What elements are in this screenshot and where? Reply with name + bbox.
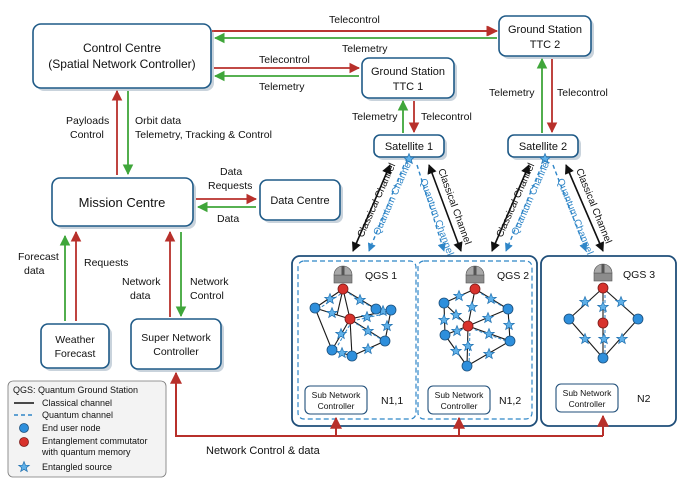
network-control-label-1: Network (190, 276, 229, 288)
legend-commutator-swatch (19, 437, 29, 447)
data-centre-box: Data Centre (259, 179, 343, 223)
control-centre-box: Control Centre (Spatial Network Controll… (32, 23, 214, 91)
forecast-label-1: Forecast (18, 251, 59, 263)
control-centre-title: Control Centre (83, 41, 161, 55)
weather-forecast-box: Weather Forecast (40, 323, 112, 371)
satellite-1-channels: Classical Channel Quantum Channel Quantu… (352, 159, 473, 257)
qgs1-network: QGS 1 (309, 265, 397, 362)
mission-data-arrows: Data Requests Data (196, 166, 258, 225)
network-control-data-label: Network Control & data (206, 445, 321, 457)
ground-station-2-title: Ground Station (508, 24, 582, 36)
qgs3-network: QGS 3 (563, 263, 655, 364)
qgs1-label: QGS 1 (365, 270, 397, 282)
sub-controller-n11: Sub Network Controller N1,1 (304, 385, 403, 415)
network-n1-panel (291, 255, 538, 427)
weather-forecast-line2: Forecast (55, 348, 96, 360)
data-label: Data (217, 213, 239, 225)
ground-station-1-box: Ground Station TTC 1 (361, 57, 457, 101)
sub-controller-n2-line2: Controller (569, 399, 606, 409)
payloads-label: Payloads (66, 115, 109, 127)
satellite-1-label: Satellite 1 (385, 141, 433, 153)
telemetry-label-top: Telemetry (342, 43, 388, 55)
super-network-controller-line2: Controller (153, 346, 199, 358)
telecontrol-label-top: Telecontrol (329, 14, 380, 26)
ground-station-2-box: Ground Station TTC 2 (498, 15, 594, 59)
ttc1-satellite1-arrows: Telemetry Telecontrol (352, 99, 472, 134)
sub-controller-n12: Sub Network Controller N1,2 (427, 385, 521, 415)
telecontrol-label-mid: Telecontrol (259, 54, 310, 66)
control-ttc2-arrows: Telecontrol Telemetry (212, 14, 499, 55)
data-requests-label-2: Requests (208, 180, 252, 192)
legend-quantum: Quantum channel (42, 410, 113, 420)
qgs1-telescope-icon (333, 265, 353, 284)
qgs3-label: QGS 3 (623, 269, 655, 281)
legend-classical: Classical channel (42, 398, 112, 408)
telemetry-label-mid: Telemetry (259, 81, 305, 93)
super-network-controller-box: Super Network Controller (130, 318, 224, 372)
sub-controller-n11-line2: Controller (318, 401, 355, 411)
satellite-2-label: Satellite 2 (519, 141, 567, 153)
satellite-2-channels: Classical Channel Quantum Channel Quantu… (491, 159, 613, 256)
requests-label: Requests (84, 257, 128, 269)
forecast-label-2: data (24, 265, 45, 277)
mission-super-arrows: Network data Network Control (122, 230, 229, 318)
legend-commutator-2: with quantum memory (41, 447, 131, 457)
legend: QGS: Quantum Ground Station Classical ch… (7, 380, 167, 478)
network-control-label-2: Control (190, 290, 224, 302)
telecontrol-label-ttc1: Telecontrol (421, 111, 472, 123)
qgs3-telescope-icon (593, 263, 613, 282)
legend-end-user-swatch (19, 423, 29, 433)
legend-commutator-1: Entanglement commutator (42, 436, 148, 446)
control-centre-subtitle: (Spatial Network Controller) (48, 57, 195, 71)
control-label: Control (70, 129, 104, 141)
ttc-label: Telemetry, Tracking & Control (135, 129, 272, 141)
weather-forecast-line1: Weather (55, 334, 95, 346)
n11-label: N1,1 (381, 395, 403, 407)
network-data-label-2: data (130, 290, 151, 302)
network-data-label-1: Network (122, 276, 161, 288)
legend-end-user: End user node (42, 423, 101, 433)
mission-centre-label: Mission Centre (79, 195, 166, 210)
n12-label: N1,2 (499, 395, 521, 407)
sub-controller-n2: Sub Network Controller N2 (555, 383, 651, 413)
n2-label: N2 (637, 393, 651, 405)
control-ttc1-arrows: Telecontrol Telemetry (213, 54, 361, 93)
legend-source: Entangled source (42, 462, 112, 472)
super-network-controller-line1: Super Network (141, 332, 211, 344)
qgs2-network: QGS 2 (438, 265, 529, 372)
ground-station-1-title: Ground Station (371, 66, 445, 78)
sub-controller-n11-line1: Sub Network (312, 390, 361, 400)
telemetry-label-ttc1: Telemetry (352, 111, 398, 123)
satellite-2-box: Satellite 2 (507, 134, 581, 164)
mission-centre-box: Mission Centre (51, 177, 196, 229)
data-centre-label: Data Centre (270, 195, 329, 207)
orbit-data-label: Orbit data (135, 115, 181, 127)
qgs2-telescope-icon (465, 265, 485, 284)
control-mission-arrows: Payloads Control Orbit data Telemetry, T… (66, 89, 272, 176)
telemetry-label-ttc2: Telemetry (489, 87, 535, 99)
ground-station-2-subtitle: TTC 2 (530, 39, 561, 51)
satellite-1-box: Satellite 1 (373, 134, 447, 164)
mission-weather-arrows: Forecast data Requests (18, 230, 128, 321)
sub-controller-n2-line1: Sub Network (563, 388, 612, 398)
ttc2-satellite2-arrows: Telemetry Telecontrol (489, 57, 608, 134)
legend-title: QGS: Quantum Ground Station (13, 385, 138, 395)
sub-controller-n12-line2: Controller (441, 401, 478, 411)
qgs2-label: QGS 2 (497, 270, 529, 282)
sub-controller-n12-line1: Sub Network (435, 390, 484, 400)
data-requests-label-1: Data (220, 166, 242, 178)
network-control-data-bus: Network Control & data (170, 371, 609, 457)
telecontrol-label-ttc2: Telecontrol (557, 87, 608, 99)
ground-station-1-subtitle: TTC 1 (393, 81, 424, 93)
